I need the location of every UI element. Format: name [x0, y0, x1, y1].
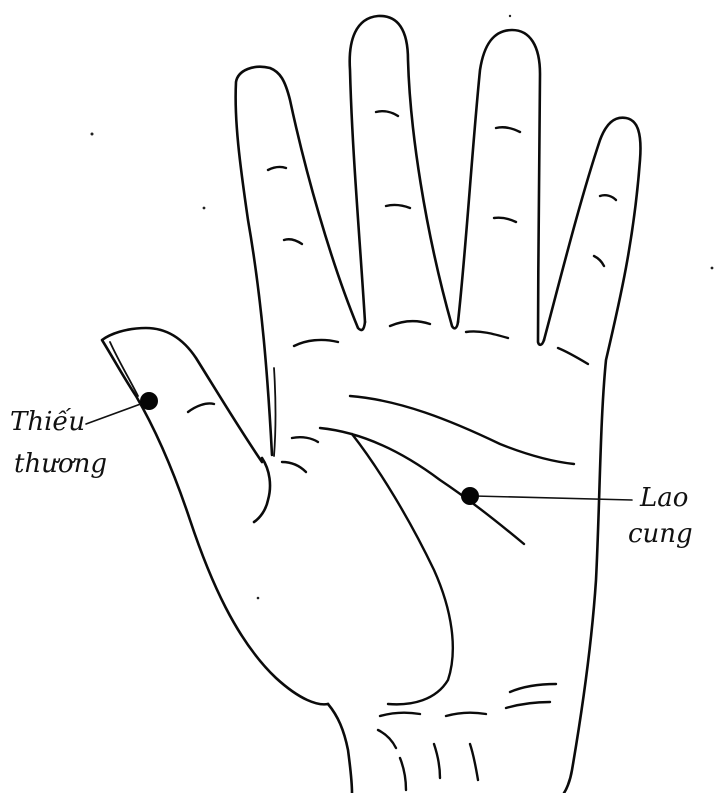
middle-crease-2 — [386, 205, 410, 208]
thieu-thuong-leader — [86, 402, 146, 424]
thumb-base-crease-1 — [292, 437, 318, 442]
wrist-left — [328, 704, 352, 793]
finger-base-crease-2 — [390, 321, 430, 326]
lao-cung-point — [461, 487, 479, 505]
ring-crease-2 — [494, 218, 516, 222]
thumb-base-crease-2 — [282, 462, 306, 472]
palm-creases — [282, 321, 588, 704]
finger-creases — [268, 111, 616, 266]
ring-finger-outline — [458, 30, 544, 345]
thieu-thuong-label-line2: thương — [14, 449, 107, 479]
ring-crease-1 — [496, 127, 520, 132]
thumb-outline — [102, 328, 328, 704]
thieu-thuong-label-line1: Thiếu — [10, 407, 85, 437]
finger-base-crease-3 — [466, 331, 508, 338]
thumb-crease — [188, 403, 214, 412]
lao-cung-leader — [474, 496, 632, 500]
index-finger-inner-line — [274, 368, 276, 456]
lao-cung-label-line1: Lao — [639, 483, 688, 513]
heart-line — [350, 396, 574, 464]
head-line — [320, 428, 524, 544]
index-crease-2 — [284, 239, 302, 244]
life-line — [352, 434, 453, 704]
wrist-crease-5 — [378, 730, 396, 748]
index-finger-outline — [236, 67, 365, 455]
finger-base-crease-4 — [558, 348, 588, 364]
lao-cung-label-line2: cung — [628, 519, 693, 549]
scan-specks — [91, 15, 714, 600]
thumb-nail-line — [110, 342, 138, 396]
wrist-crease-4 — [506, 702, 550, 708]
little-finger-outline — [544, 118, 640, 793]
middle-crease-1 — [376, 111, 398, 116]
acupoint-thieu-thuong: Thiếu thương — [10, 392, 158, 479]
wrist-tendon-3 — [470, 744, 478, 780]
acupoint-lao-cung: Lao cung — [461, 483, 693, 549]
little-crease-2 — [594, 256, 604, 266]
wrist-crease-3 — [510, 684, 556, 692]
wrist-tendon-1 — [400, 758, 406, 790]
wrist-creases — [378, 684, 556, 790]
index-crease-1 — [268, 167, 286, 170]
thenar-fold — [254, 458, 270, 522]
middle-finger-outline — [350, 16, 458, 328]
little-crease-1 — [600, 195, 616, 200]
hand-outline — [102, 16, 640, 793]
wrist-tendon-2 — [434, 744, 440, 778]
finger-base-crease-1 — [294, 340, 338, 346]
thieu-thuong-point — [140, 392, 158, 410]
wrist-crease-2 — [446, 713, 486, 716]
wrist-crease-1 — [380, 713, 420, 716]
